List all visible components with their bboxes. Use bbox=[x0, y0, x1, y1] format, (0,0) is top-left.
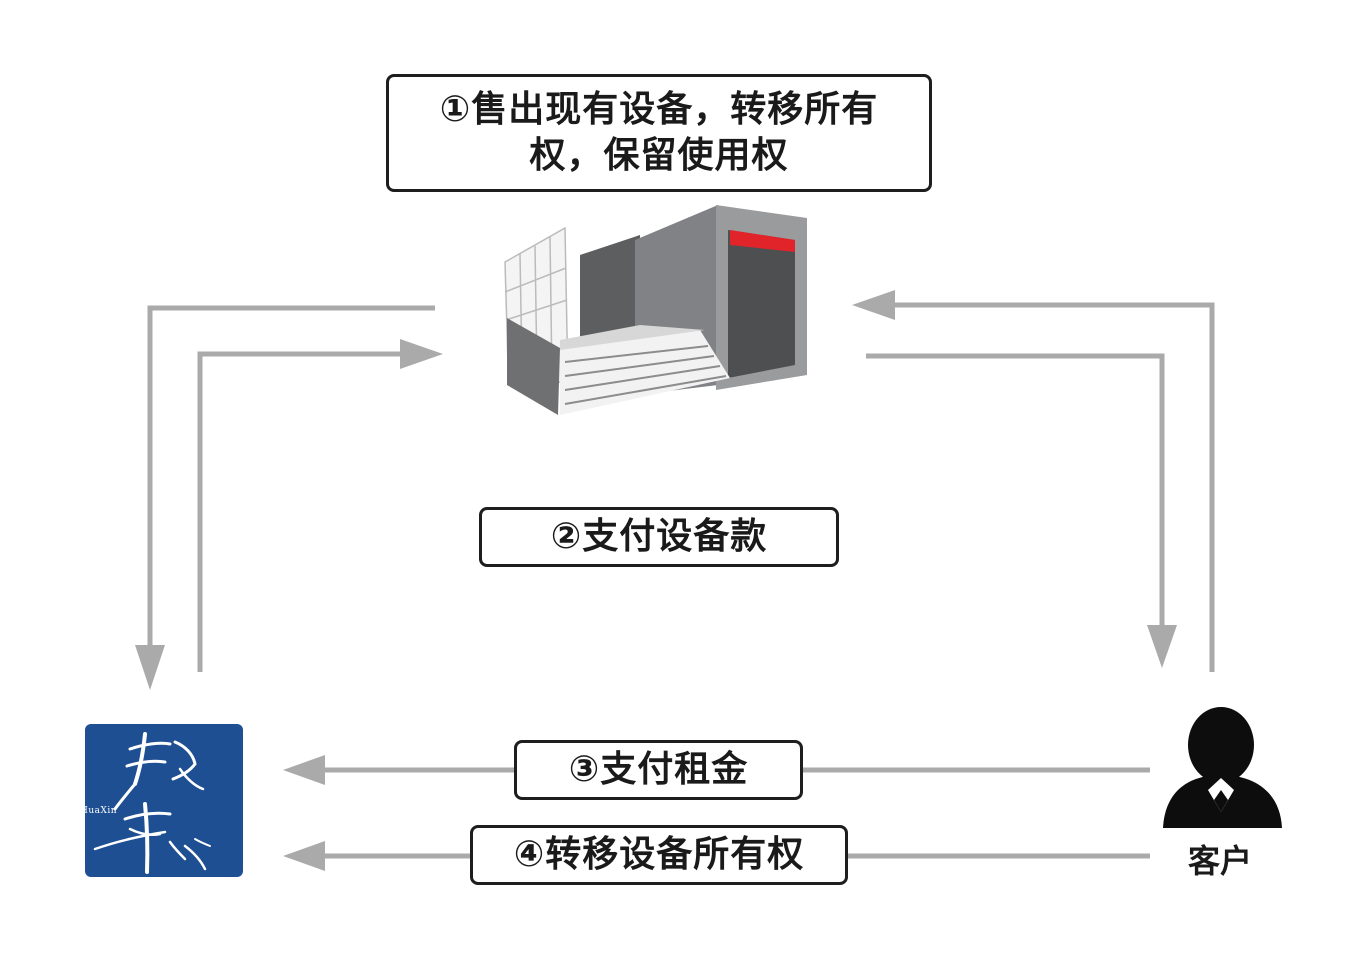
person-icon bbox=[1163, 707, 1282, 828]
step-4-box: ④转移设备所有权 bbox=[470, 825, 848, 885]
step-1-text: ①售出现有设备，转移所有权，保留使用权 bbox=[439, 89, 879, 176]
arrow-building-to-company bbox=[135, 305, 435, 690]
step-2-box: ②支付设备款 bbox=[479, 507, 839, 567]
step-3-text: ③支付租金 bbox=[568, 749, 749, 790]
step-3-box: ③支付租金 bbox=[514, 740, 803, 800]
step-1-box: ①售出现有设备，转移所有权，保留使用权 bbox=[386, 74, 932, 192]
building-icon bbox=[504, 205, 807, 415]
arrow-building-to-customer bbox=[866, 353, 1177, 668]
company-logo bbox=[85, 724, 243, 877]
customer-label: 客户 bbox=[1187, 842, 1252, 880]
logo-subtext: MX HuaXin bbox=[60, 806, 118, 816]
step-2-text: ②支付设备款 bbox=[550, 516, 768, 557]
arrow-company-to-building bbox=[197, 339, 443, 672]
arrow-customer-to-building bbox=[852, 290, 1215, 672]
step-4-text: ④转移设备所有权 bbox=[513, 834, 805, 875]
